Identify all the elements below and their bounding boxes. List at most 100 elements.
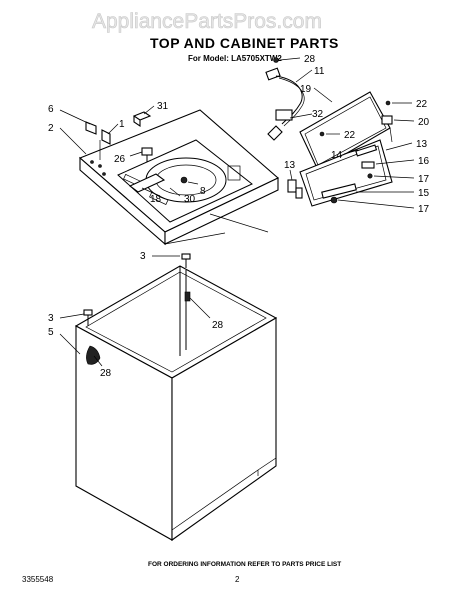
page-number: 2 xyxy=(235,575,240,584)
top-side-skirt xyxy=(164,177,279,245)
leader-2 xyxy=(59,127,87,155)
top-assembly xyxy=(78,109,279,246)
screw-3-upper xyxy=(181,253,191,268)
callout-13-b: 13 xyxy=(284,160,296,171)
hinge-15 xyxy=(321,183,357,199)
leader-28-front xyxy=(93,355,103,367)
callout-28-top: 28 xyxy=(304,54,316,65)
leader-1 xyxy=(107,123,119,135)
callout-3-upper: 3 xyxy=(140,251,146,262)
leader-16 xyxy=(375,159,415,165)
leader-6 xyxy=(59,109,91,125)
pin-13 xyxy=(287,179,297,193)
part-31 xyxy=(132,111,152,128)
screw-28-top xyxy=(273,57,279,63)
leader-13b xyxy=(289,169,293,181)
ordering-note: FOR ORDERING INFORMATION REFER TO PARTS … xyxy=(148,561,341,568)
lid-inner-panel xyxy=(304,96,387,166)
cap-20 xyxy=(381,115,393,125)
leader-26 xyxy=(129,151,143,157)
callout-6: 6 xyxy=(48,104,54,115)
screw-head xyxy=(141,147,153,156)
leader-20 xyxy=(393,119,415,122)
leader-30 xyxy=(169,187,181,197)
screw-3-lower xyxy=(83,309,93,326)
part-16 xyxy=(361,161,375,169)
callout-3-lower: 3 xyxy=(48,313,54,324)
lid-opening xyxy=(117,139,253,223)
pin-13b xyxy=(295,187,303,199)
leader-28-top xyxy=(279,57,301,61)
hinge-clip-6 xyxy=(85,121,97,135)
leader-8 xyxy=(187,181,199,185)
cabinet-rim-inner xyxy=(85,271,267,373)
leader-5 xyxy=(59,333,81,355)
diagram-title: TOP AND CABINET PARTS xyxy=(150,35,339,51)
callout-26: 26 xyxy=(114,154,126,165)
leader-lines xyxy=(59,57,415,367)
leader-32 xyxy=(289,113,313,119)
screw-22-b xyxy=(319,131,325,137)
hinge-bracket-14 xyxy=(355,144,378,157)
lid-switch-pad xyxy=(227,165,241,181)
callout-17-a: 17 xyxy=(418,174,430,185)
lid-edge xyxy=(389,127,393,143)
lid-frame-inner xyxy=(305,145,387,201)
part-26-screw xyxy=(141,147,153,162)
callout-14: 14 xyxy=(331,150,343,161)
callout-30: 30 xyxy=(184,194,196,205)
callout-31: 31 xyxy=(157,101,169,112)
model-subtitle: For Model: LA5705XTW2 xyxy=(188,54,282,63)
lid-switch xyxy=(275,109,293,121)
screw-17-upper xyxy=(367,173,373,179)
callout-32: 32 xyxy=(312,109,324,120)
top-hole xyxy=(90,160,94,164)
top-hole xyxy=(98,164,102,168)
callout-28-front: 28 xyxy=(100,368,112,379)
top-surface xyxy=(78,109,279,233)
lid-assembly xyxy=(287,91,393,207)
top-hole xyxy=(102,172,106,176)
callout-22-b: 22 xyxy=(344,130,356,141)
leader-17b xyxy=(337,199,415,209)
leader-line xyxy=(209,213,269,233)
hinge-clip-1 xyxy=(101,129,111,145)
screw-head xyxy=(83,309,93,316)
leader-17a xyxy=(373,175,415,179)
callout-17-b: 17 xyxy=(418,204,430,215)
callout-numbers: 6 2 1 31 26 18 30 8 28 11 19 32 22 22 20… xyxy=(48,54,430,379)
post-clip xyxy=(184,291,191,302)
part-32 xyxy=(267,125,283,141)
callout-8: 8 xyxy=(200,186,206,197)
lid-frame xyxy=(299,139,393,207)
cabinet xyxy=(74,253,278,542)
callout-22-a: 22 xyxy=(416,99,428,110)
callout-15: 15 xyxy=(418,188,430,199)
callout-2: 2 xyxy=(48,123,54,134)
watermark: AppliancePartsPros.com xyxy=(92,10,322,33)
screw-22-a xyxy=(385,100,391,106)
leader-11 xyxy=(295,69,313,83)
harness-wire-2 xyxy=(278,77,305,127)
wire-harness xyxy=(265,57,305,127)
callout-18: 18 xyxy=(150,194,162,205)
callout-19: 19 xyxy=(300,84,312,95)
leader-31 xyxy=(143,105,155,115)
callout-28-post: 28 xyxy=(212,320,224,331)
callout-13-a: 13 xyxy=(416,139,428,150)
leader-28-post xyxy=(189,297,211,319)
leader-3-lower xyxy=(59,313,85,319)
screw-17-lower xyxy=(330,196,338,204)
leader-19 xyxy=(313,87,333,103)
callout-20: 20 xyxy=(418,117,430,128)
harness-connector xyxy=(265,67,281,81)
document-number: 3355548 xyxy=(22,575,54,584)
callout-16: 16 xyxy=(418,156,430,167)
leader-line xyxy=(164,232,226,245)
screw-head xyxy=(181,253,191,260)
part-8-bumper xyxy=(180,176,188,184)
callout-11: 11 xyxy=(314,66,325,77)
leader-13a xyxy=(385,142,413,151)
hinge-clips xyxy=(85,121,111,160)
